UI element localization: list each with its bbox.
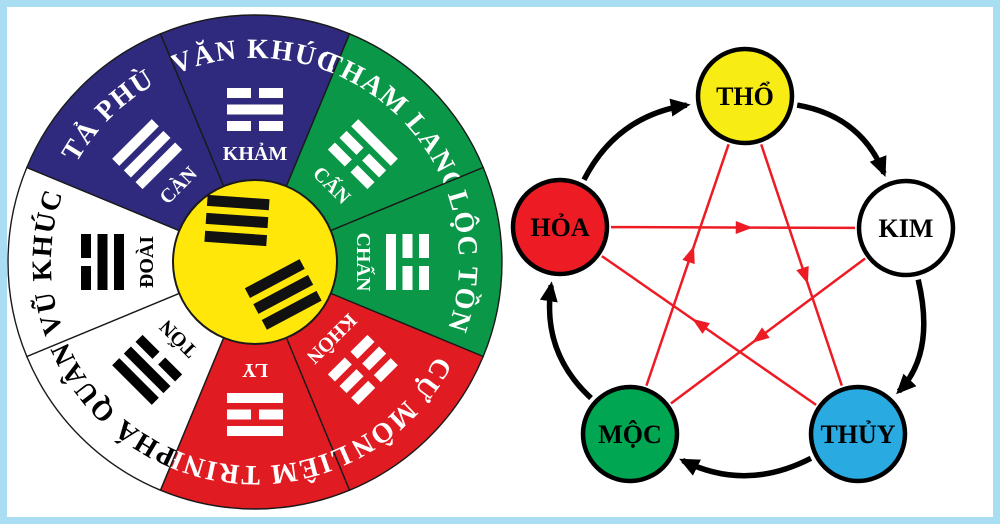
trigram-line-broken [158,357,183,382]
trigram-line-solid [135,142,183,190]
trigram-line-solid [114,234,124,290]
generating-arrow [581,98,691,182]
trigram-line-broken [227,121,251,131]
element-circle [695,46,795,146]
center-trigram-glyph [204,194,270,247]
generating-arrow [679,455,813,479]
sector-wedge [159,14,351,264]
wheel-sector-4: LIÊM TRINHLY [155,260,356,510]
trigram-line-solid [112,119,159,166]
trigram-line-broken [350,165,375,190]
trigram-line-solid [112,358,159,405]
overcoming-arrow [610,225,856,230]
element-node-1: KIM [856,178,956,278]
overcoming-arrow [601,255,817,406]
trigram-line-broken [81,234,91,258]
trigram-line-solid [123,130,171,178]
overcoming-arrowhead [682,245,695,265]
trigram-line-broken [339,369,364,394]
trigram-line-broken [227,88,251,98]
overcoming-arrow [760,144,843,386]
sector-trigram-name: LY [241,359,268,381]
trigram-line-broken [259,409,283,420]
center-trigram-glyph [244,259,322,330]
sector-wedge [159,260,351,510]
overcoming-arrowhead [752,327,770,343]
trigram-line-broken [351,380,376,405]
element-node-4: HỎA [510,177,610,277]
element-label: MỘC [598,420,662,449]
generating-arrow [796,102,887,178]
trigram-line-broken [259,88,283,98]
trigram-line-broken [227,409,251,420]
overcoming-arrowhead [796,266,809,285]
element-label: HỎA [530,213,589,242]
sector-trigram-name: ĐOÀI [135,236,158,288]
trigram-line-broken [81,266,91,290]
trigram-line-solid [351,119,398,166]
element-circle [856,178,956,278]
element-circle [580,384,680,484]
trigram-line-solid [123,346,171,394]
element-label: KIM [879,214,934,243]
overcoming-arrow [645,143,730,387]
trigram-line-broken [350,334,375,359]
element-circle [808,384,908,484]
trigram-line-broken [259,121,283,131]
trigram-line-solid [227,104,283,115]
trigram-line-broken [327,142,352,167]
sector-wedge [253,166,503,358]
trigram-line-solid [227,426,283,436]
element-label: THỦY [820,420,895,449]
element-node-3: MỘC [580,384,680,484]
five-elements-diagram: THỔ KIM THỦY MỘC HỎA [510,46,956,484]
trigram-line-broken [327,357,352,382]
sector-trigram-name: CHẤN [352,233,376,292]
trigram-line-solid [227,393,283,403]
trigram-line-solid [386,234,396,290]
element-node-0: THỔ [695,46,795,146]
trigram-line-broken [402,234,413,258]
trigram-line-broken [339,130,364,155]
element-label: THỔ [716,82,774,111]
element-circle [510,177,610,277]
trigram-line-broken [135,334,160,359]
trigram-line-broken [419,266,429,290]
overcoming-arrowhead [692,318,710,334]
generating-arrow [896,278,927,395]
overcoming-arrowhead [735,221,753,234]
trigram-line-solid [97,234,108,290]
generating-arrow [539,281,593,401]
sector-trigram-name: KHẢM [223,142,288,165]
overcoming-arrow [670,257,866,405]
trigram-line-broken [373,358,398,383]
trigram-line-broken [362,153,387,178]
element-node-2: THỦY [808,384,908,484]
trigram-line-broken [402,266,413,290]
trigram-line-broken [362,346,387,371]
sector-wedge [7,166,257,358]
trigram-line-broken [419,234,429,258]
